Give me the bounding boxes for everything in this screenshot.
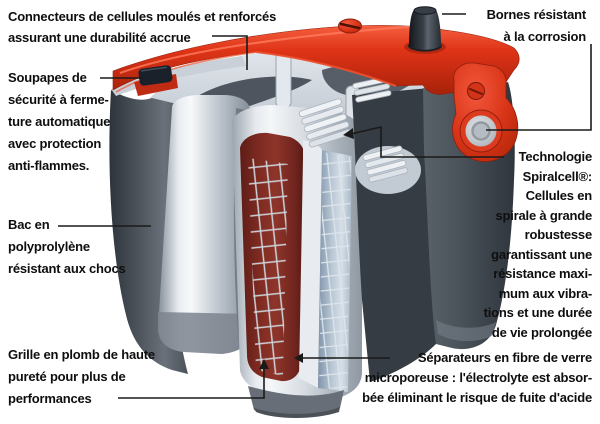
lead-grid-mesh bbox=[248, 158, 288, 376]
label-line: sécurité à ferme- bbox=[8, 92, 109, 107]
label-line: ture automatique bbox=[8, 114, 111, 129]
label-bac: Bac en polyprolylène résistant aux chocs bbox=[8, 214, 126, 280]
label-line: résistant aux chocs bbox=[8, 261, 126, 276]
label-line: Cellules en bbox=[525, 188, 593, 203]
leader-arrowheads bbox=[259, 128, 354, 369]
label-line: microporeuse : l'électrolyte est absor- bbox=[364, 370, 592, 385]
label-connecteurs: Connecteurs de cellules moulés et renfor… bbox=[8, 6, 276, 48]
cell-pedestal bbox=[248, 386, 344, 416]
spiral-coils bbox=[298, 76, 409, 183]
label-separateurs: Séparateurs en fibre de verre microporeu… bbox=[362, 348, 592, 408]
leader-bornes-side bbox=[486, 44, 592, 131]
label-line: garantissant une bbox=[491, 246, 592, 262]
label-line: à la corrosion bbox=[503, 29, 587, 44]
safety-vent bbox=[138, 65, 173, 86]
label-line: résistance maxi- bbox=[493, 266, 592, 281]
fill-cap bbox=[338, 18, 362, 34]
label-line: Technologie bbox=[518, 149, 593, 164]
label-line: pureté pour plus de bbox=[8, 369, 126, 384]
label-soupapes: Soupapes de sécurité à ferme- ture autom… bbox=[8, 67, 110, 177]
label-line: bée éliminant le risque de fuite d'acide bbox=[362, 390, 592, 405]
side-terminal bbox=[452, 62, 519, 162]
label-line: Connecteurs de cellules moulés et renfor… bbox=[8, 9, 277, 24]
label-line: anti-flammes. bbox=[8, 158, 90, 173]
separator-band bbox=[299, 140, 322, 388]
label-line: Bornes résistant bbox=[486, 7, 587, 22]
label-line: robustesse bbox=[524, 227, 593, 242]
label-line: tions et une durée bbox=[483, 305, 593, 320]
label-line: avec protection bbox=[8, 136, 102, 151]
label-line: Séparateurs en fibre de verre bbox=[417, 350, 592, 365]
label-line: Grille en plomb de haute bbox=[8, 347, 155, 362]
label-line: Soupapes de bbox=[8, 70, 87, 85]
leader-technologie bbox=[350, 125, 504, 158]
label-line: de vie prolongée bbox=[491, 324, 592, 340]
leader-grille bbox=[118, 368, 265, 399]
leader-connecteurs bbox=[212, 35, 248, 70]
label-line: mum aux vibra- bbox=[498, 285, 592, 301]
label-line: Bac en bbox=[8, 217, 50, 232]
label-line: performances bbox=[8, 391, 92, 406]
case-foot bbox=[436, 320, 496, 342]
label-line: assurant une durabilité accrue bbox=[8, 30, 191, 45]
leader-lines bbox=[58, 13, 592, 399]
label-line: spirale à grande bbox=[495, 207, 592, 223]
label-line: polyprolylène bbox=[8, 239, 90, 254]
spiral-cell-cutaway bbox=[232, 105, 362, 418]
label-bornes: Bornes résistant à la corrosion bbox=[486, 4, 587, 48]
label-grille: Grille en plomb de haute pureté pour plu… bbox=[8, 344, 155, 410]
label-line: Spiralcell®: bbox=[522, 168, 593, 184]
terminal-post bbox=[404, 6, 446, 54]
label-technologie: Technologie Spiralcell®: Cellules en spi… bbox=[483, 147, 593, 342]
